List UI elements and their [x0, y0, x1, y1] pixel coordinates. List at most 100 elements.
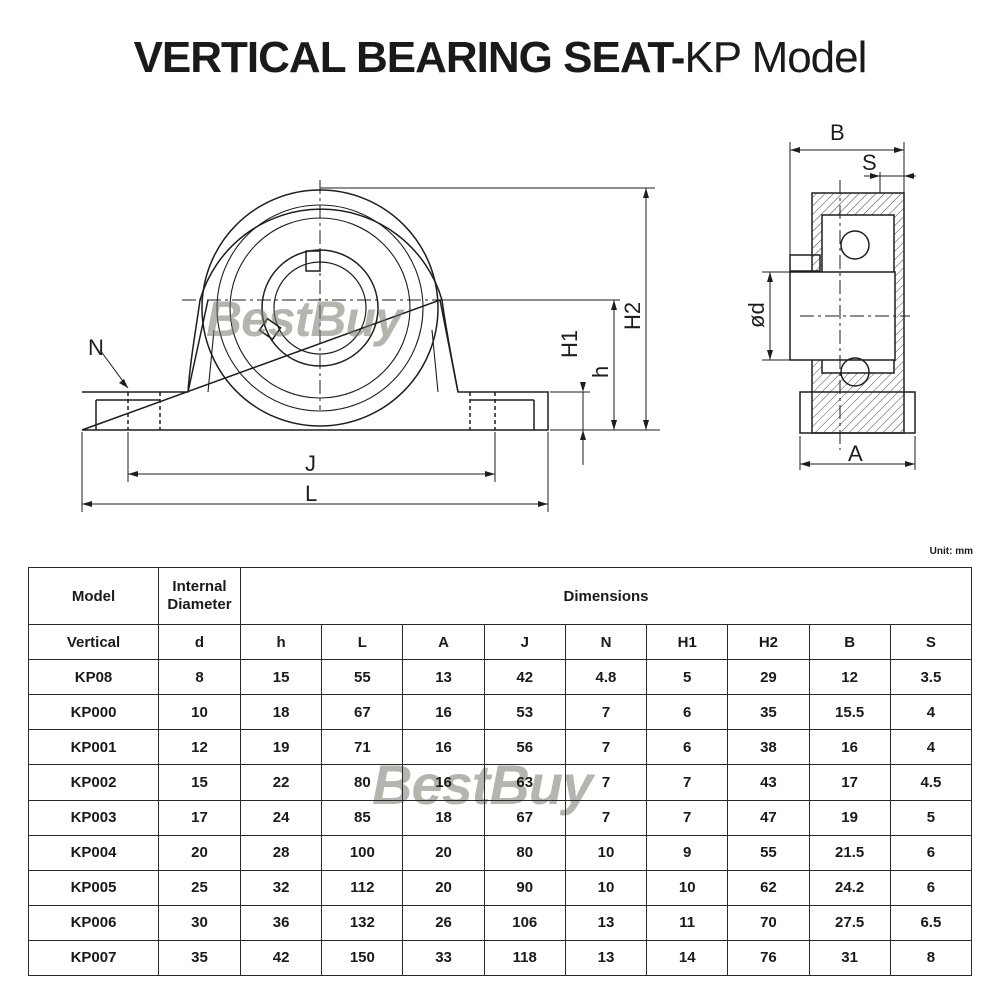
header-cell: H2 [727, 624, 810, 661]
value-cell: 10 [646, 869, 729, 906]
value-cell: 90 [483, 869, 566, 906]
value-cell: 24 [239, 799, 323, 836]
value-cell: 10 [564, 869, 648, 906]
value-cell: 4 [889, 694, 973, 731]
dimensions-table: Model Internal Diameter Dimensions Verti… [28, 566, 973, 977]
value-cell: 22 [239, 764, 323, 801]
value-cell: 7 [564, 799, 648, 836]
label-a: A [848, 441, 863, 466]
header-cell: B [808, 624, 891, 661]
technical-drawing: N J L H1 h H2 B S A ød [81, 120, 916, 512]
value-cell: 38 [727, 729, 810, 766]
value-cell: 20 [402, 834, 485, 871]
header-cell: L [321, 624, 404, 661]
value-cell: 5 [889, 799, 973, 836]
value-cell: 35 [727, 694, 810, 731]
value-cell: 11 [646, 904, 729, 941]
side-dimension-arrows [767, 147, 915, 467]
value-cell: 42 [483, 659, 566, 696]
header-cell: h [239, 624, 323, 661]
title-bold: VERTICAL BEARING SEAT- [133, 33, 686, 82]
table-header-row-2: Vertical d h L A J N H1 H2 B S [28, 624, 973, 661]
value-cell: 6 [646, 729, 729, 766]
value-cell: 53 [483, 694, 566, 731]
value-cell: 20 [158, 834, 241, 871]
value-cell: 15.5 [808, 694, 891, 731]
value-cell: 6 [889, 869, 973, 906]
header-cell: S [889, 624, 973, 661]
value-cell: 70 [727, 904, 810, 941]
unit-label: Unit: mm [929, 546, 973, 557]
value-cell: 10 [564, 834, 648, 871]
value-cell: 19 [808, 799, 891, 836]
value-cell: 8 [158, 659, 241, 696]
value-cell: 47 [727, 799, 810, 836]
table-header-row-1: Model Internal Diameter Dimensions [28, 566, 972, 626]
label-l: L [305, 481, 317, 506]
label-d: ød [744, 302, 769, 328]
value-cell: 32 [239, 869, 323, 906]
value-cell: 25 [158, 869, 241, 906]
header-cell: d [158, 624, 241, 661]
value-cell: 13 [564, 904, 648, 941]
value-cell: 16 [808, 729, 891, 766]
model-cell: KP08 [28, 659, 159, 696]
header-cell: J [483, 624, 566, 661]
value-cell: 5 [646, 659, 729, 696]
value-cell: 42 [239, 939, 323, 977]
value-cell: 76 [727, 939, 810, 977]
model-cell: KP001 [28, 729, 159, 766]
value-cell: 18 [402, 799, 485, 836]
side-view [762, 142, 916, 470]
value-cell: 7 [564, 764, 648, 801]
model-cell: KP002 [28, 764, 159, 801]
value-cell: 6 [889, 834, 973, 871]
value-cell: 118 [483, 939, 566, 977]
value-cell: 80 [483, 834, 566, 871]
label-s: S [862, 150, 877, 175]
value-cell: 112 [321, 869, 404, 906]
value-cell: 16 [402, 764, 485, 801]
value-cell: 71 [321, 729, 404, 766]
value-cell: 62 [727, 869, 810, 906]
value-cell: 67 [321, 694, 404, 731]
value-cell: 20 [402, 869, 485, 906]
value-cell: 10 [158, 694, 241, 731]
model-cell: KP003 [28, 799, 159, 836]
header-internal-diameter: Internal Diameter [158, 566, 241, 626]
value-cell: 24.2 [808, 869, 891, 906]
value-cell: 4 [889, 729, 973, 766]
value-cell: 4.8 [564, 659, 648, 696]
value-cell: 43 [727, 764, 810, 801]
label-h: h [588, 366, 613, 378]
label-n: N [88, 335, 104, 360]
model-cell: KP005 [28, 869, 159, 906]
value-cell: 56 [483, 729, 566, 766]
model-cell: KP000 [28, 694, 159, 731]
label-h1: H1 [557, 330, 582, 358]
value-cell: 26 [402, 904, 485, 941]
label-b: B [830, 120, 845, 145]
value-cell: 150 [321, 939, 404, 977]
value-cell: 16 [402, 694, 485, 731]
value-cell: 33 [402, 939, 485, 977]
title-regular: KP Model [684, 33, 867, 82]
value-cell: 85 [321, 799, 404, 836]
value-cell: 55 [321, 659, 404, 696]
value-cell: 55 [727, 834, 810, 871]
page-title: VERTICAL BEARING SEAT-KP Model [0, 30, 1000, 86]
value-cell: 106 [483, 904, 566, 941]
value-cell: 63 [483, 764, 566, 801]
header-dimensions: Dimensions [240, 566, 972, 626]
header-cell: A [402, 624, 485, 661]
value-cell: 80 [321, 764, 404, 801]
value-cell: 4.5 [889, 764, 973, 801]
label-h2: H2 [620, 302, 645, 330]
